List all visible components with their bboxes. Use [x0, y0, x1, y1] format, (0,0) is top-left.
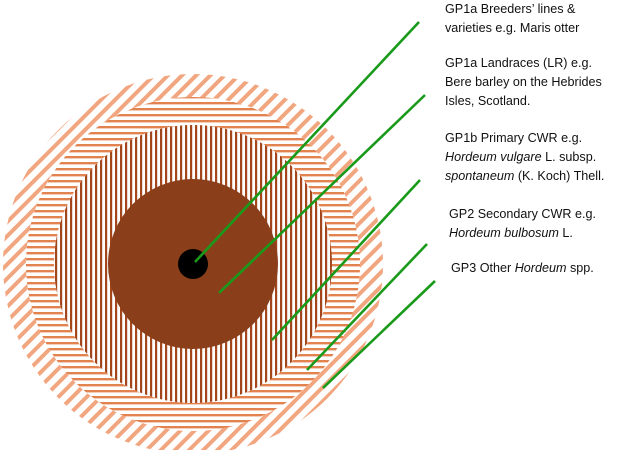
label-text: GP2 Secondary CWR e.g.	[449, 207, 596, 221]
leader-line-gp2-secondary	[306, 243, 428, 371]
label-gp1b-primary: GP1b Primary CWR e.g. Hordeum vulgare L. …	[445, 129, 604, 186]
label-text: (K. Koch) Thell.	[514, 169, 605, 183]
label-gp3-other: GP3 Other Hordeum spp.	[451, 259, 594, 278]
label-text: L.	[558, 226, 573, 240]
label-line: GP1a Landraces (LR) e.g.	[445, 54, 602, 73]
label-text: varieties e.g. Maris otter	[445, 21, 580, 35]
italic-taxon-text: Hordeum vulgare	[445, 150, 542, 164]
label-line: GP1a Breeders’ lines &	[445, 0, 579, 19]
label-line: Isles, Scotland.	[445, 92, 602, 111]
label-line: Hordeum bulbosum L.	[449, 224, 596, 243]
label-text: GP3 Other	[451, 261, 515, 275]
italic-taxon-text: Hordeum	[514, 261, 567, 275]
label-gp1a-breeders: GP1a Breeders’ lines & varieties e.g. Mar…	[445, 0, 579, 38]
label-gp2-secondary: GP2 Secondary CWR e.g. Hordeum bulbosum L…	[449, 205, 596, 243]
label-text: spp.	[566, 261, 594, 275]
label-line: GP3 Other Hordeum spp.	[451, 259, 594, 278]
label-text: L. subsp.	[541, 150, 597, 164]
italic-taxon-text: Hordeum bulbosum	[449, 226, 559, 240]
label-line: GP1b Primary CWR e.g.	[445, 129, 604, 148]
leader-line-gp1a-breeders	[194, 21, 420, 263]
label-line: varieties e.g. Maris otter	[445, 19, 579, 38]
leader-line-gp1a-landraces	[218, 94, 426, 294]
label-text: GP1a Breeders’ lines &	[445, 2, 576, 16]
label-line: Bere barley on the Hebrides	[445, 73, 602, 92]
leader-line-gp3-other	[322, 280, 436, 389]
label-line: spontaneum (K. Koch) Thell.	[445, 167, 604, 186]
italic-taxon-text: spontaneum	[445, 169, 515, 183]
label-line: Hordeum vulgare L. subsp.	[445, 148, 604, 167]
label-text: Bere barley on the Hebrides	[445, 75, 602, 89]
label-text: GP1b Primary CWR e.g.	[445, 131, 583, 145]
label-gp1a-landraces: GP1a Landraces (LR) e.g. Bere barley on t…	[445, 54, 602, 111]
label-text: GP1a Landraces (LR) e.g.	[445, 56, 593, 70]
label-line: GP2 Secondary CWR e.g.	[449, 205, 596, 224]
label-text: Isles, Scotland.	[445, 94, 531, 108]
leader-line-gp1b-primary	[271, 179, 421, 341]
